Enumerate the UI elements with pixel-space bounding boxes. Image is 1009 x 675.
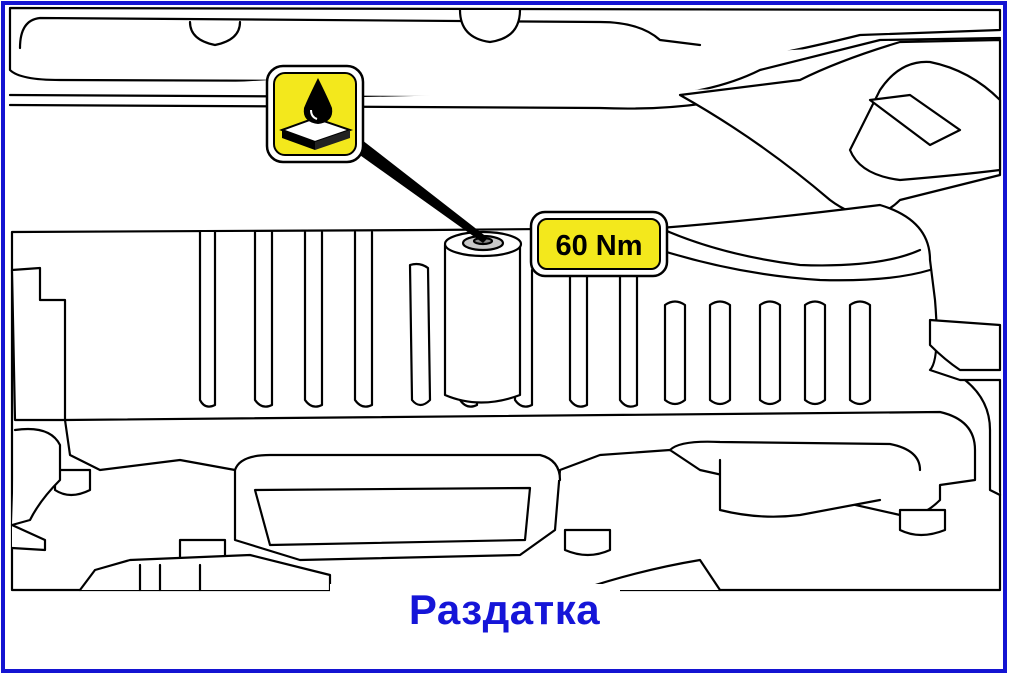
caption-background	[330, 584, 620, 642]
right-arm	[678, 38, 1002, 217]
cooling-fins-right	[663, 300, 872, 406]
diagram-caption: Раздатка	[408, 586, 601, 633]
right-bracket	[928, 318, 1002, 497]
torque-value: 60 Nm	[555, 230, 642, 262]
plug-boss	[443, 230, 523, 404]
oil-drain-plug-icon	[265, 64, 365, 164]
leader-line	[350, 140, 488, 243]
left-bracket	[10, 266, 67, 552]
upper-housing	[8, 6, 1002, 110]
torque-badge: 60 Nm	[529, 210, 669, 278]
lower-flange	[63, 410, 977, 562]
